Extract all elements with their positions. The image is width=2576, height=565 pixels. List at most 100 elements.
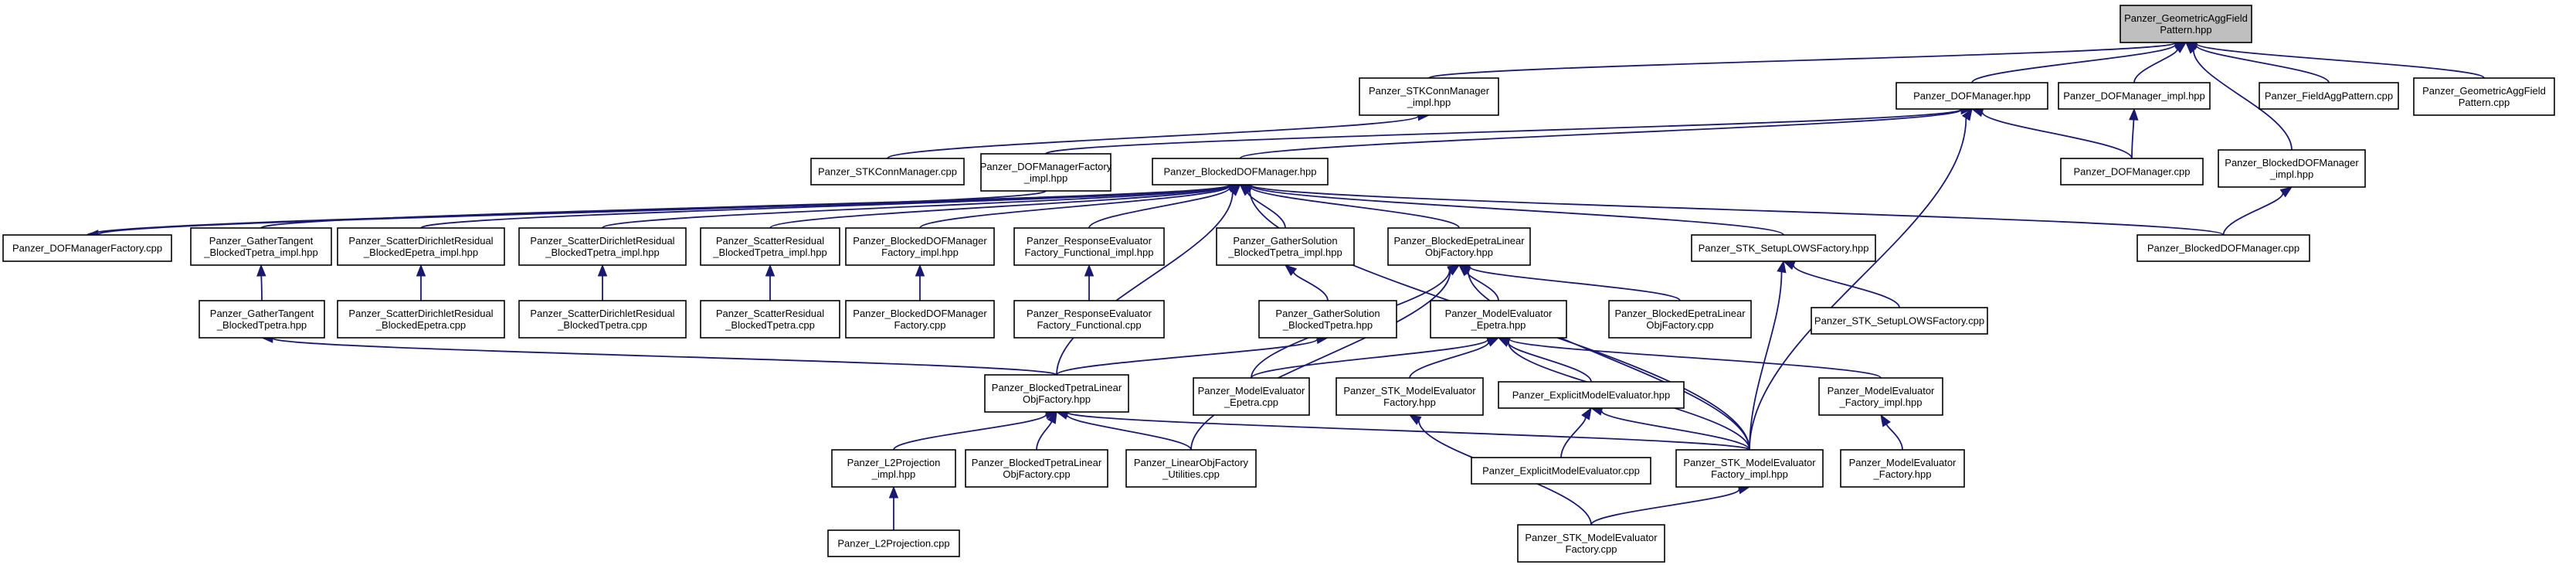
node-label-line: Factory_Functional.cpp [1037,319,1141,331]
node-me-epetra-cpp[interactable]: Panzer_ModelEvaluator_Epetra.cpp [1193,377,1310,416]
edge-line [1066,414,1192,451]
node-label-line: Panzer_L2Projection [847,457,941,468]
node-l2proj-impl[interactable]: Panzer_L2Projection_impl.hpp [831,449,956,488]
node-box [1152,158,1329,185]
node-bdofmgr-cpp[interactable]: Panzer_BlockedDOFManager.cpp [2136,234,2310,262]
edge-scres_bt_cpp-to-scres_bt_impl [765,264,776,301]
node-box [2,234,172,262]
edge-line [272,337,1057,376]
node-dofmgr-impl[interactable]: Panzer_DOFManager_impl.hpp [2058,82,2211,110]
node-box [700,300,840,339]
node-l2proj-cpp[interactable]: Panzer_L2Projection.cpp [827,529,960,557]
node-label-line: Factory.cpp [1566,543,1617,555]
edge-arrowhead [1581,407,1592,420]
node-dofmgrfact-cpp[interactable]: Panzer_DOFManagerFactory.cpp [2,234,172,262]
node-mef-impl[interactable]: Panzer_ModelEvaluator_Factory_impl.hpp [1818,377,1943,416]
edge-arrowhead [888,485,899,499]
node-me-epetra-hpp[interactable]: Panzer_ModelEvaluator_Epetra.hpp [1430,300,1567,339]
node-stk-mef-impl[interactable]: Panzer_STK_ModelEvaluatorFactory_impl.hp… [1675,449,1824,488]
node-scres-bt-cpp[interactable]: Panzer_ScatterResidual_BlockedTpetra.cpp [700,300,840,339]
edge-btpetra_hpp-to-gathertan_hpp [260,333,1057,376]
node-stkconn-cpp[interactable]: Panzer_STKConnManager.cpp [810,158,965,185]
node-label-line: Factory.cpp [894,319,946,331]
node-setuplows-cpp[interactable]: Panzer_STK_SetupLOWSFactory.cpp [1811,307,1988,335]
node-bdofmgr-impl[interactable]: Panzer_BlockedDOFManager_impl.hpp [2218,149,2366,188]
node-box [1840,449,1965,488]
node-label-line: Panzer_ScatterResidual [716,308,824,319]
edge-line [1056,339,1319,376]
node-label-line: Panzer_STKConnManager [1369,85,1490,97]
edge-line [420,184,1230,229]
node-box [2120,5,2252,43]
node-mef-hpp[interactable]: Panzer_ModelEvaluator_Factory.hpp [1840,449,1965,488]
node-fieldagg[interactable]: Panzer_FieldAggPattern.cpp [2259,82,2399,110]
node-box [2218,149,2366,188]
node-dofmgrfact-impl[interactable]: Panzer_DOFManagerFactory_impl.hpp [980,153,1112,192]
node-dofmgr[interactable]: Panzer_DOFManager.hpp [1896,82,2048,110]
node-box [700,227,840,266]
node-label-line: Pattern.cpp [2459,97,2510,108]
node-label-line: Panzer_BlockedEpetraLinear [1393,235,1525,247]
node-label-line: Panzer_BlockedTpetraLinear [992,382,1122,393]
node-explicit-cpp[interactable]: Panzer_ExplicitModelEvaluator.cpp [1471,457,1651,485]
edge-arrowhead [416,264,426,277]
edge-gathertan_hpp-to-gathertan_impl [256,264,266,301]
node-resp-cpp[interactable]: Panzer_ResponseEvaluatorFactory_Function… [1013,300,1165,339]
edge-arrowhead [2185,42,2198,54]
node-setuplows-hpp[interactable]: Panzer_STK_SetupLOWSFactory.hpp [1691,234,1876,262]
node-gathersol-impl[interactable]: Panzer_GatherSolution_BlockedTpetra_impl… [1216,227,1355,266]
edge-line [2222,192,2284,236]
node-scdir-be-impl[interactable]: Panzer_ScatterDirichletResidual_BlockedE… [337,227,505,266]
node-box [1517,524,1665,563]
node-label-line: Panzer_L2Projection.cpp [837,538,949,550]
node-resp-impl[interactable]: Panzer_ResponseEvaluatorFactory_Function… [1013,227,1165,266]
node-linobj-cpp[interactable]: Panzer_LinearObjFactory_Utilities.cpp [1125,449,1257,488]
edge-line [1250,185,1460,229]
node-scdir-be-cpp[interactable]: Panzer_ScatterDirichletResidual_BlockedE… [337,300,505,339]
node-gathertan-impl[interactable]: Panzer_GatherTangent_BlockedTpetra_impl.… [190,227,332,266]
node-gathersol-hpp[interactable]: Panzer_GatherSolution_BlockedTpetra.hpp [1258,300,1397,339]
node-scdir-bt-cpp[interactable]: Panzer_ScatterDirichletResidual_BlockedT… [518,300,687,339]
node-scres-bt-impl[interactable]: Panzer_ScatterResidual_BlockedTpetra_imp… [700,227,840,266]
edge-line [1045,108,1962,155]
edge-stkconn_impl-to-root [1428,38,2187,79]
edge-line [1590,488,1740,526]
node-gathertan-hpp[interactable]: Panzer_GatherTangent_BlockedTpetra.hpp [199,300,325,339]
edge-bepetra_cpp-to-bepetra_hpp [1458,262,1681,301]
node-box [518,227,687,266]
edge-line [2133,49,2178,83]
edge-arrowhead [1047,410,1057,424]
edge-arrowhead [1880,414,1891,427]
node-label-line: Panzer_ExplicitModelEvaluator.cpp [1482,465,1640,477]
node-label-line: Pattern.hpp [2160,24,2211,36]
node-bdofmgr[interactable]: Panzer_BlockedDOFManager.hpp [1152,158,1329,185]
edge-stk_mef_impl-to-bepetra_hpp [1458,264,1750,451]
node-stkconn-impl[interactable]: Panzer_STKConnManager_impl.hpp [1359,77,1499,116]
node-dofmgr-cpp[interactable]: Panzer_DOFManager.cpp [2060,158,2204,185]
node-label-line: Panzer_ResponseEvaluator [1027,235,1152,247]
node-label-line: Panzer_BlockedDOFManager.cpp [2147,243,2299,254]
node-scdir-bt-impl[interactable]: Panzer_ScatterDirichletResidual_BlockedT… [518,227,687,266]
node-label-line: Panzer_DOFManager.hpp [1913,90,2031,102]
edge-line [919,185,1230,229]
node-label-line: Panzer_GatherTangent [210,308,314,319]
node-label-line: _impl.hpp [1407,97,1451,108]
edge-dofmgr_cpp-to-dofmgr [1970,107,2133,159]
node-explicit-hpp[interactable]: Panzer_ExplicitModelEvaluator.hpp [1498,381,1685,409]
edge-bdofmgr_cpp-to-bdofmgr [1239,180,2225,236]
edge-setuplows_cpp-to-setuplows_hpp [1782,260,1900,308]
node-box [199,300,325,339]
node-label-line: Panzer_STK_SetupLOWSFactory.hpp [1699,243,1869,254]
edge-line [887,115,1419,159]
node-layer: Panzer_GeometricAggFieldPattern.hppPanze… [2,5,2555,563]
edge-bdoffact_cpp-to-bdoffact_impl [915,264,925,301]
